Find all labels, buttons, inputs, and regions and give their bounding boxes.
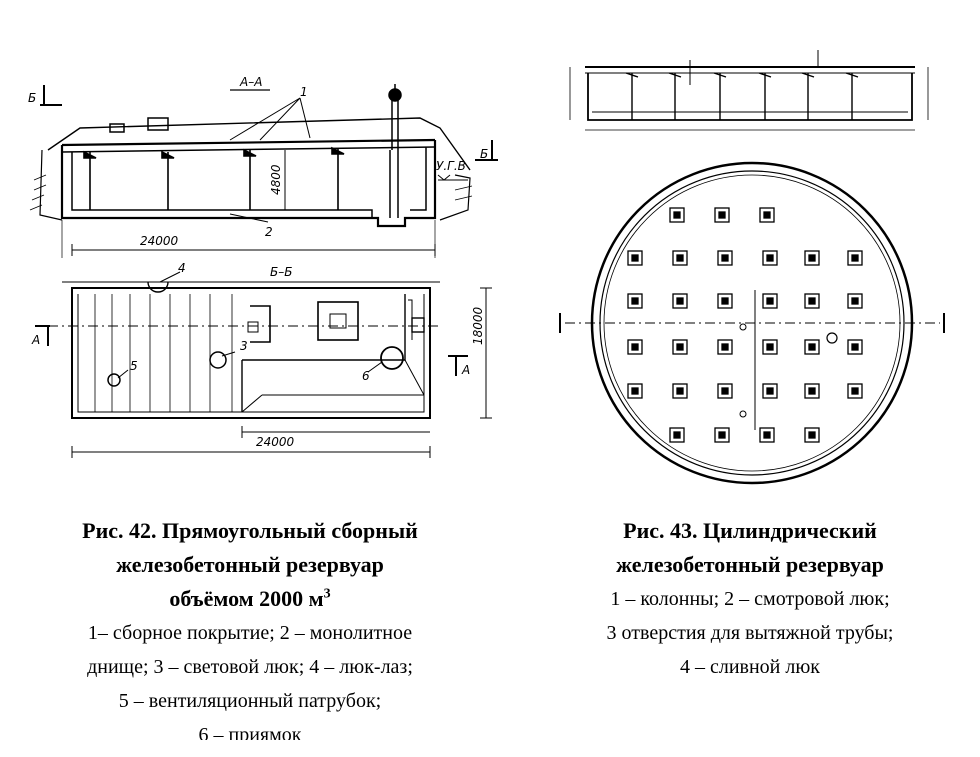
fig42-legend-line-1: 1– сборное покрытие; 2 – монолитное — [87, 622, 413, 644]
column-marker — [714, 427, 730, 443]
fig42-legend-line-4: 6 – приямок — [198, 724, 302, 740]
column-core — [631, 254, 639, 262]
column-core — [673, 211, 681, 219]
section-a-right-label: А — [461, 363, 470, 377]
column-core — [763, 211, 771, 219]
column-marker — [804, 250, 820, 266]
fig42-legend-line-2: днище; 3 – световой люк; 4 – люк-лаз; — [87, 656, 413, 678]
column-marker — [847, 383, 863, 399]
column-marker — [759, 427, 775, 443]
column-core — [718, 211, 726, 219]
column-core — [808, 343, 816, 351]
column-core — [766, 387, 774, 395]
dim-24000-bottom: 24000 — [256, 435, 295, 449]
fig42-caption: Рис. 42. Прямоугольный сборный железобет… — [0, 514, 500, 740]
column-core — [631, 297, 639, 305]
column-core — [676, 297, 684, 305]
fig43-legend-line-1: 1 – колонны; 2 – смотровой люк; — [610, 588, 890, 610]
dim-4800: 4800 — [269, 164, 283, 195]
column-marker — [847, 250, 863, 266]
column-marker — [804, 427, 820, 443]
fig43-legend-line-3: 4 – сливной люк — [679, 656, 821, 678]
column-core — [676, 254, 684, 262]
column-core — [673, 431, 681, 439]
section-b-left-label: Б — [28, 91, 36, 105]
column-core — [851, 297, 859, 305]
ugv-label: У.Г.В — [436, 159, 466, 173]
fig43-legend-line-2: 3 отверстия для вытяжной трубы; — [606, 622, 894, 644]
column-core — [766, 297, 774, 305]
column-core — [676, 343, 684, 351]
column-marker — [847, 339, 863, 355]
fig42-title-line-3: объёмом 2000 м3 — [0, 582, 500, 616]
column-marker — [672, 339, 688, 355]
column-marker — [672, 293, 688, 309]
column-marker — [804, 339, 820, 355]
column-marker — [847, 293, 863, 309]
column-marker — [762, 293, 778, 309]
column-core — [808, 387, 816, 395]
column-core — [808, 431, 816, 439]
column-marker — [627, 250, 643, 266]
column-core — [676, 387, 684, 395]
column-marker — [804, 383, 820, 399]
fig42-title-line-1: Рис. 42. Прямоугольный сборный — [82, 518, 418, 543]
column-core — [631, 343, 639, 351]
fig43-drawing — [559, 50, 945, 485]
column-marker — [762, 339, 778, 355]
column-core — [721, 387, 729, 395]
dim-18000: 18000 — [471, 306, 485, 345]
dim-24000-top: 24000 — [140, 234, 179, 248]
column-core — [721, 254, 729, 262]
column-core — [721, 297, 729, 305]
column-marker — [672, 250, 688, 266]
column-core — [766, 254, 774, 262]
column-marker — [627, 293, 643, 309]
fig42-title-line-2: железобетонный резервуар — [116, 552, 384, 577]
column-core — [631, 387, 639, 395]
column-marker — [759, 207, 775, 223]
fig42-legend-line-3: 5 – вентиляционный патрубок; — [118, 690, 382, 712]
section-aa-label: А–А — [239, 75, 262, 89]
column-marker — [762, 250, 778, 266]
callout-2: 2 — [265, 225, 273, 239]
column-marker — [762, 383, 778, 399]
section-a-left-label: А — [31, 333, 40, 347]
fig42-title-sup: 3 — [323, 586, 331, 602]
column-core — [851, 343, 859, 351]
callout-4: 4 — [178, 261, 186, 275]
fig43-title-line-1: Рис. 43. Цилиндрический — [623, 518, 877, 543]
fig42-title-line-3-text: объёмом 2000 м — [169, 586, 324, 611]
column-core — [718, 431, 726, 439]
column-core — [808, 297, 816, 305]
fig43-title-line-2: железобетонный резервуар — [616, 552, 884, 577]
callout-3: 3 — [240, 339, 248, 353]
column-core — [808, 254, 816, 262]
column-marker — [669, 427, 685, 443]
column-marker — [669, 207, 685, 223]
section-bb-label: Б–Б — [270, 265, 292, 279]
column-core — [851, 387, 859, 395]
column-marker — [717, 293, 733, 309]
column-marker — [672, 383, 688, 399]
column-marker — [627, 383, 643, 399]
fig43-caption: Рис. 43. Цилиндрический железобетонный р… — [520, 514, 980, 684]
column-marker — [717, 339, 733, 355]
column-marker — [717, 383, 733, 399]
callout-6: 6 — [362, 369, 370, 383]
column-core — [766, 343, 774, 351]
column-core — [851, 254, 859, 262]
column-marker — [804, 293, 820, 309]
callout-5: 5 — [130, 359, 138, 373]
column-marker — [717, 250, 733, 266]
column-core — [721, 343, 729, 351]
section-b-right-label: Б — [480, 147, 488, 161]
column-marker — [714, 207, 730, 223]
column-core — [763, 431, 771, 439]
column-marker — [627, 339, 643, 355]
callout-1: 1 — [300, 85, 308, 99]
fig42-drawing: А–А Б–Б Б Б А А У.Г.В 24000 24000 4800 1… — [28, 75, 498, 458]
